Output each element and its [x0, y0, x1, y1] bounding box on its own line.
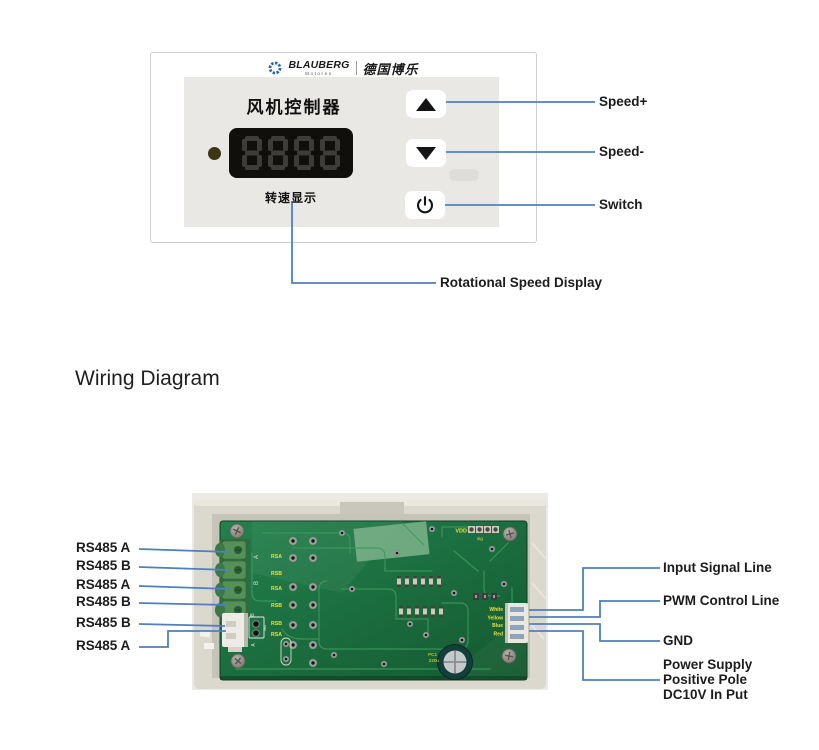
speed-display — [229, 128, 353, 178]
label-rotational-speed-display: Rotational Speed Display — [440, 275, 603, 290]
enclosure-clip — [204, 643, 214, 649]
terminal-letter-b2: B — [250, 613, 256, 617]
indicator-pill — [449, 169, 479, 181]
label-power-supply: Power Supply Positive Pole DC10V In Put — [663, 657, 753, 702]
brand-name: BLAUBERG — [288, 59, 350, 71]
control-panel-face: 风机控制器 — [184, 77, 499, 227]
display-caption: 转速显示 — [264, 191, 317, 205]
signal-connector: White Yellow Blue Red — [487, 603, 528, 643]
wire-color-red: Red — [494, 632, 503, 638]
svg-text:RSB: RSB — [271, 603, 282, 609]
pcb-photo: VDD sig — [192, 493, 548, 690]
rs-silkscreen-labels: RSA RSB RSA RSB RSB RSA — [271, 554, 282, 638]
svg-text:RSA: RSA — [271, 632, 282, 638]
speed-down-button — [406, 139, 446, 167]
svg-text:RSA: RSA — [271, 586, 282, 592]
terminal-letter-b: B — [254, 581, 260, 585]
label-rs485-b-1: RS485 B — [76, 558, 131, 573]
pcb-pads — [288, 525, 508, 668]
brand-chinese: 德国博乐 — [362, 61, 419, 77]
cap-label-1: PC1 — [428, 652, 437, 657]
label-speed-plus: Speed+ — [599, 94, 648, 109]
power-icon — [416, 196, 434, 214]
label-rs485-a-2: RS485 A — [76, 577, 131, 592]
brand-logo: BLAUBERG Motoren 德国博乐 — [151, 57, 536, 79]
rs485-connector: B A 485 — [222, 613, 267, 652]
power-button — [405, 191, 445, 219]
brand-subname: Motoren — [305, 70, 333, 76]
wire-color-yellow: Yellow — [487, 616, 503, 622]
panel-title: 风机控制器 — [246, 98, 342, 117]
brand-divider — [355, 61, 357, 75]
vdd-header: VDD sig — [455, 526, 499, 541]
label-input-signal-line: Input Signal Line — [663, 560, 772, 575]
corner-screws — [229, 523, 518, 669]
capacitor: PC1 220u — [428, 644, 473, 680]
speed-up-button — [406, 90, 446, 118]
triangle-down-icon — [416, 146, 436, 160]
svg-text:RSB: RSB — [271, 621, 282, 627]
smd-resistor-row — [397, 576, 497, 617]
jumper-pads — [280, 637, 292, 666]
blauberg-gear-icon — [269, 61, 282, 75]
wire-color-blue: Blue — [492, 623, 503, 629]
terminal-letter-a2: A — [251, 643, 257, 647]
label-switch: Switch — [599, 197, 643, 212]
label-rs485-b-3: RS485 B — [76, 615, 131, 630]
comp-485-label: 485 — [263, 625, 267, 631]
enclosure-top-notch — [340, 502, 404, 515]
wire-color-white: White — [489, 607, 503, 613]
label-rs485-a-3: RS485 A — [76, 638, 131, 653]
label-rs485-b-2: RS485 B — [76, 594, 131, 609]
label-speed-minus: Speed- — [599, 144, 645, 159]
svg-text:RSB: RSB — [271, 571, 282, 577]
terminal-letter-a: A — [254, 555, 260, 559]
seven-segment-digits — [242, 136, 340, 170]
svg-text:RSA: RSA — [271, 554, 282, 560]
controller-panel: BLAUBERG Motoren 德国博乐 风机控制器 — [150, 52, 537, 243]
triangle-up-icon — [416, 97, 436, 111]
sig-label: sig — [477, 536, 483, 541]
section-title: Wiring Diagram — [75, 367, 220, 390]
cap-label-2: 220u — [429, 658, 440, 663]
status-led — [208, 147, 221, 160]
label-pwm-control-line: PWM Control Line — [663, 593, 780, 608]
rs485-terminal-block: A B — [215, 539, 260, 623]
label-rs485-a-1: RS485 A — [76, 540, 131, 555]
label-gnd: GND — [663, 633, 693, 648]
vdd-label: VDD — [455, 529, 467, 535]
